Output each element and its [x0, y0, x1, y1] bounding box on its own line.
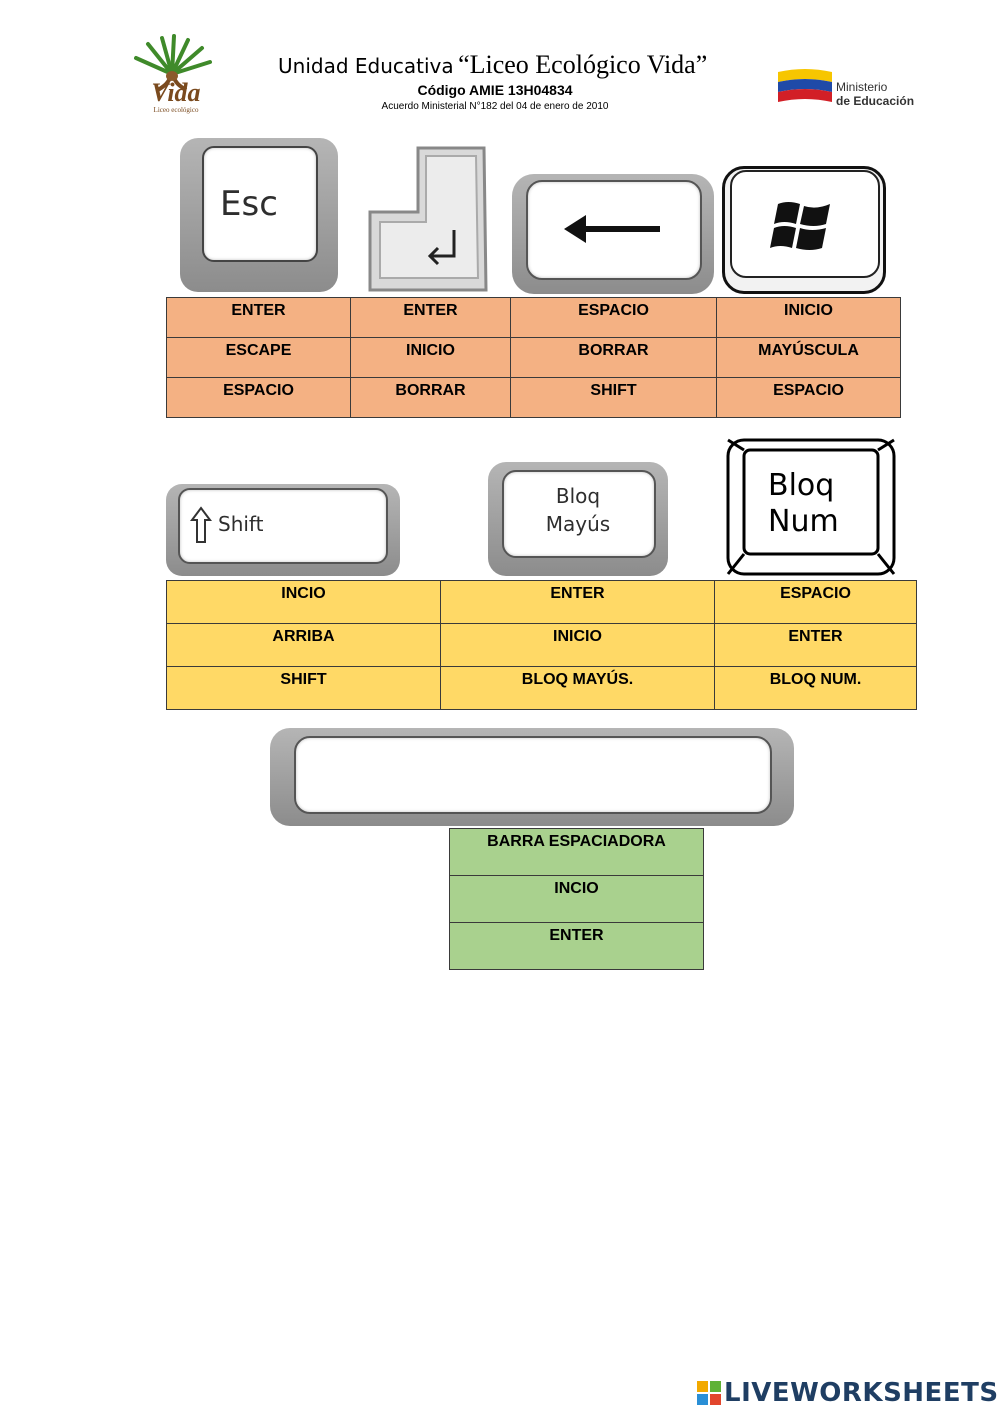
esc-key-label: Esc — [220, 184, 278, 224]
table-row: ESPACIO BORRAR SHIFT ESPACIO — [166, 377, 901, 418]
capslock-key-label-line1: Bloq — [555, 484, 601, 508]
esc-key-image: Esc — [180, 138, 338, 292]
agreement-line: Acuerdo Ministerial N°182 del 04 de ener… — [381, 101, 609, 112]
logo-subtext: Liceo ecológico — [153, 106, 199, 114]
options-table-3: BARRA ESPACIADORA INCIO ENTER — [449, 828, 704, 970]
option-cell[interactable]: ESPACIO — [714, 580, 917, 624]
option-cell[interactable]: ESCAPE — [166, 337, 351, 378]
amie-code: Código AMIE 13H04834 — [417, 82, 573, 98]
table-row: ESCAPE INICIO BORRAR MAYÚSCULA — [166, 337, 901, 378]
school-prefix: Unidad Educativa — [278, 54, 454, 78]
option-cell[interactable]: BORRAR — [350, 377, 511, 418]
option-cell[interactable]: ENTER — [350, 297, 511, 338]
ministry-text: Ministerio de Educación — [836, 80, 914, 108]
windows-key-image — [722, 166, 886, 294]
option-cell[interactable]: ESPACIO — [510, 297, 717, 338]
option-cell[interactable]: MAYÚSCULA — [716, 337, 901, 378]
option-cell[interactable]: BARRA ESPACIADORA — [449, 828, 704, 876]
options-table-1: ENTER ENTER ESPACIO INICIO ESCAPE INICIO… — [166, 297, 901, 418]
table-row: INCIO ENTER ESPACIO — [166, 580, 917, 624]
option-cell[interactable]: INICIO — [350, 337, 511, 378]
liveworksheets-text: LIVEWORKSHEETS — [724, 1378, 999, 1408]
table-row: ARRIBA INICIO ENTER — [166, 623, 917, 667]
option-cell[interactable]: SHIFT — [166, 666, 441, 710]
shift-key-label: Shift — [218, 512, 264, 536]
logo-text: Vida — [151, 78, 201, 107]
option-cell[interactable]: BLOQ NUM. — [714, 666, 917, 710]
school-logo: Vida Liceo ecológico — [128, 34, 216, 120]
option-cell[interactable]: ESPACIO — [716, 377, 901, 418]
left-arrow-icon — [562, 212, 662, 246]
table-row: BARRA ESPACIADORA — [449, 828, 704, 876]
table-row: SHIFT BLOQ MAYÚS. BLOQ NUM. — [166, 666, 917, 710]
option-cell[interactable]: INCIO — [449, 875, 704, 923]
option-cell[interactable]: ENTER — [440, 580, 715, 624]
windows-logo-icon — [770, 198, 836, 254]
option-cell[interactable]: INICIO — [440, 623, 715, 667]
option-cell[interactable]: ENTER — [166, 297, 351, 338]
shift-key-image: Shift — [166, 484, 400, 576]
backspace-key-image — [512, 174, 714, 294]
ministry-flag-logo — [778, 68, 832, 106]
option-cell[interactable]: SHIFT — [510, 377, 717, 418]
option-cell[interactable]: BLOQ MAYÚS. — [440, 666, 715, 710]
liveworksheets-logo-icon — [696, 1380, 722, 1406]
liveworksheets-brand: LIVEWORKSHEETS — [696, 1378, 999, 1408]
ministry-line1: Ministerio — [836, 80, 888, 94]
options-table-2: INCIO ENTER ESPACIO ARRIBA INICIO ENTER … — [166, 580, 917, 710]
school-title: Unidad Educativa “Liceo Ecológico Vida” — [278, 50, 707, 80]
option-cell[interactable]: ENTER — [449, 922, 704, 970]
numlock-key-label-line1: Bloq — [768, 468, 835, 503]
option-cell[interactable]: ENTER — [714, 623, 917, 667]
capslock-key-image: Bloq Mayús — [488, 462, 668, 576]
option-cell[interactable]: INCIO — [166, 580, 441, 624]
table-row: ENTER — [449, 922, 704, 970]
spacebar-key-image — [270, 728, 794, 826]
capslock-key-label-line2: Mayús — [545, 512, 611, 536]
enter-arrow-icon — [424, 228, 464, 268]
shift-arrow-icon — [190, 506, 212, 546]
numlock-key-label-line2: Num — [768, 504, 839, 539]
enter-key-image — [366, 144, 490, 292]
table-row: ENTER ENTER ESPACIO INICIO — [166, 297, 901, 338]
table-row: INCIO — [449, 875, 704, 923]
ministry-line2: de Educación — [836, 94, 915, 108]
numlock-key-image: Bloq Num — [726, 438, 896, 576]
option-cell[interactable]: BORRAR — [510, 337, 717, 378]
school-name: “Liceo Ecológico Vida” — [458, 50, 708, 79]
option-cell[interactable]: INICIO — [716, 297, 901, 338]
option-cell[interactable]: ARRIBA — [166, 623, 441, 667]
option-cell[interactable]: ESPACIO — [166, 377, 351, 418]
